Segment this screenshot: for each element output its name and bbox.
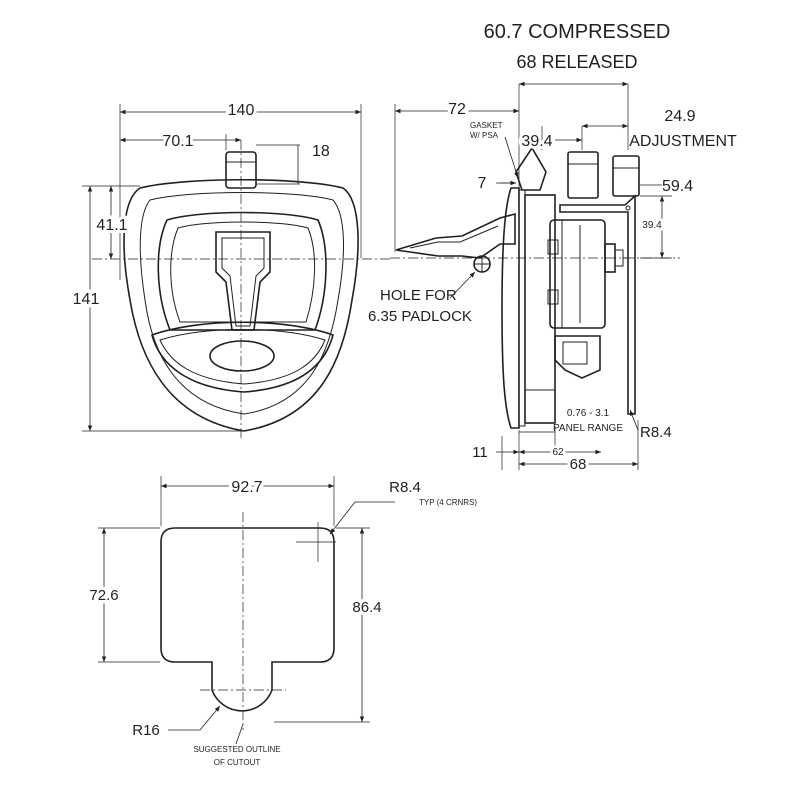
- dim-39-4-side: 39.4: [642, 220, 662, 231]
- dim-86-4: 86.4: [352, 599, 381, 616]
- hole-note-line2: 6.35 PADLOCK: [368, 308, 472, 325]
- dim-41-1: 41.1: [96, 217, 127, 234]
- dim-7: 7: [478, 175, 487, 192]
- leader-cutout-note: [235, 723, 244, 745]
- side-body-upper: [524, 194, 556, 424]
- dim-r8-4-cutout: R8.4: [389, 479, 421, 496]
- dim-141: 141: [73, 291, 100, 308]
- hole-note-line1: HOLE FOR: [380, 287, 457, 304]
- side-body-housing: [549, 219, 606, 329]
- front-trigger: [215, 231, 271, 331]
- gasket-note-line2: W/ PSA: [470, 131, 499, 140]
- side-gasket-wedge: [515, 146, 547, 191]
- leader-r8-4: [629, 409, 639, 431]
- gasket-note-line1: GASKET: [470, 121, 503, 130]
- dim-70-1: 70.1: [162, 133, 193, 150]
- front-view: 140 70.1 18 41.1 141: [69, 99, 392, 440]
- side-flange: [501, 187, 520, 429]
- leader-padlock: [449, 271, 476, 299]
- front-paddle-oval: [209, 340, 275, 372]
- front-handle-pocket: [157, 211, 327, 331]
- cutout-note-line1: SUGGESTED OUTLINE: [193, 745, 280, 754]
- panel-range-value: 0.76 - 3.1: [567, 408, 610, 419]
- dim-72-6: 72.6: [89, 587, 118, 604]
- cutout-outline: [160, 527, 335, 712]
- front-paddle: [151, 321, 334, 393]
- cutout-note-line2: OF CUTOUT: [214, 758, 261, 767]
- side-adjustment-knob: [612, 155, 640, 197]
- dim-60-7-compressed: 60.7 COMPRESSED: [484, 21, 671, 43]
- adjustment-label: ADJUSTMENT: [629, 133, 737, 150]
- dim-18: 18: [312, 143, 330, 160]
- leader-gasket: [504, 136, 519, 179]
- front-outer-bezel: [123, 178, 359, 432]
- dim-59-4: 59.4: [662, 178, 693, 195]
- front-knob: [225, 151, 257, 189]
- dim-r8-4-side: R8.4: [640, 424, 672, 441]
- corner-note: TYP (4 CRNRS): [419, 498, 477, 507]
- dim-11: 11: [472, 444, 488, 461]
- dim-62: 62: [552, 447, 564, 458]
- panel-range-label: PANEL RANGE: [553, 423, 623, 434]
- leader-r16: [168, 705, 221, 731]
- dim-39-4-top: 39.4: [521, 133, 552, 150]
- front-inner-bezel: [139, 192, 344, 415]
- side-view: 60.7 COMPRESSED 68 RELEASED 72 GASKET W/…: [368, 21, 737, 476]
- side-handle-arm: [395, 212, 516, 259]
- side-cam: [554, 335, 601, 379]
- dim-r16: R16: [132, 722, 160, 739]
- dim-72: 72: [448, 101, 466, 118]
- side-knob-left: [567, 151, 599, 199]
- side-gasket: [518, 189, 526, 427]
- cutout-view: 92.7 R8.4 TYP (4 CRNRS) 72.6 86.4 R16 SU…: [86, 476, 478, 768]
- dim-140: 140: [228, 102, 255, 119]
- dim-68: 68: [570, 456, 587, 473]
- leader-r8-4-cutout: [329, 501, 395, 535]
- side-bracket: [559, 194, 636, 415]
- dim-92-7: 92.7: [231, 479, 262, 496]
- dim-68-released: 68 RELEASED: [516, 52, 637, 72]
- dim-24-9: 24.9: [664, 108, 695, 125]
